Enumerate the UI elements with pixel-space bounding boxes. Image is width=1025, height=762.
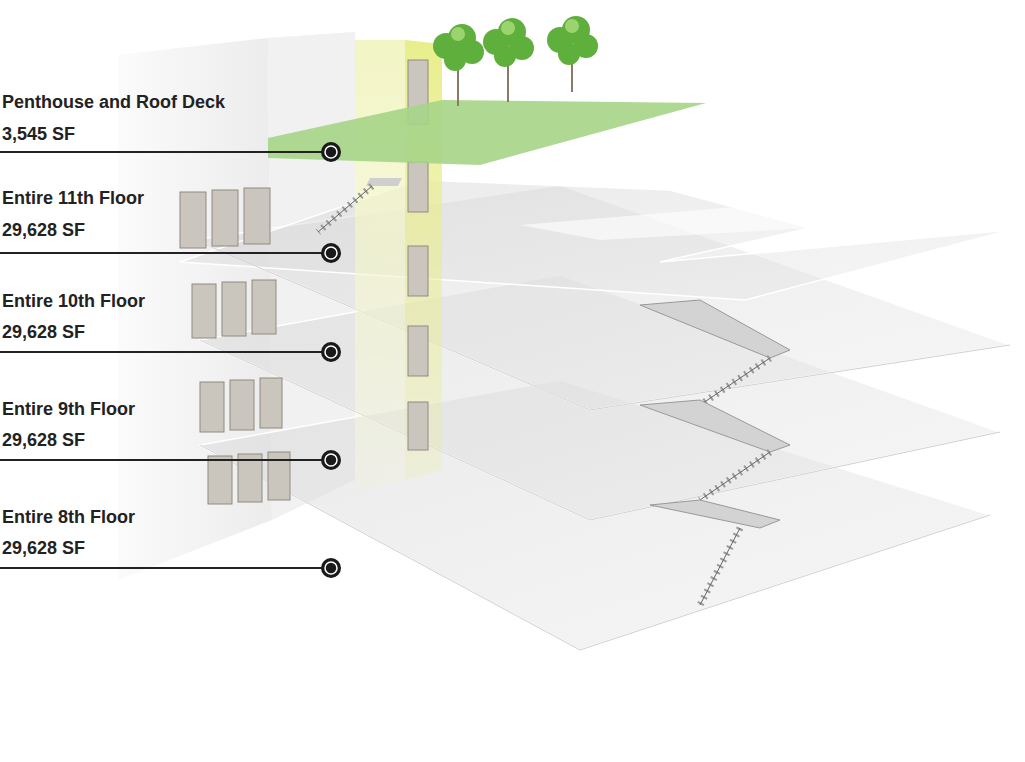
trees — [433, 16, 598, 106]
floor-label: Entire 8th Floor — [2, 506, 135, 528]
leader-lines — [0, 152, 322, 568]
floor-label: Penthouse and Roof Deck — [2, 91, 225, 113]
roof-deck — [268, 100, 706, 165]
area-label: 3,545 SF — [2, 123, 75, 145]
area-label: 29,628 SF — [2, 537, 85, 559]
area-label: 29,628 SF — [2, 321, 85, 343]
leader-dots — [321, 142, 341, 578]
stairs — [318, 178, 790, 605]
floor-label: Entire 11th Floor — [2, 187, 144, 209]
area-label: 29,628 SF — [2, 429, 85, 451]
elevator-doors — [180, 188, 290, 504]
floor-label: Entire 9th Floor — [2, 398, 135, 420]
floor-label: Entire 10th Floor — [2, 290, 145, 312]
floor-plates — [180, 180, 1010, 650]
area-label: 29,628 SF — [2, 219, 85, 241]
